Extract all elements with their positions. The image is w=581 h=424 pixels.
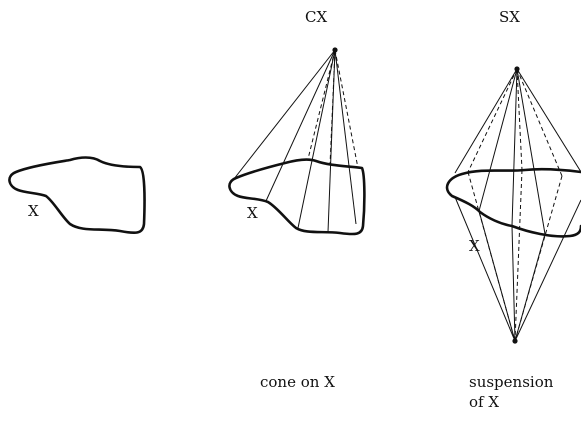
cone-generator: [265, 49, 336, 202]
cone-base-blob: [228, 158, 366, 236]
cone-caption: cone on X: [260, 373, 335, 391]
suspension-top-vertex: [514, 66, 520, 72]
cone-edge-left: [229, 49, 336, 185]
cone-edge-right: [334, 49, 357, 225]
suspension-caption-line2: of X: [469, 393, 500, 411]
suspension-hidden-generator: [467, 171, 516, 342]
cone-generator: [297, 49, 336, 229]
suspension-generator: [478, 68, 518, 212]
suspension-upper-edge-left: [454, 68, 518, 174]
suspension-upper-edge-right: [516, 68, 581, 173]
suspension-title: SX: [499, 8, 520, 26]
suspension-lower-edge-right: [514, 199, 581, 342]
suspension-generator: [511, 68, 518, 227]
cone-hidden-generator: [334, 49, 359, 169]
space-x-label: X: [28, 202, 39, 220]
suspension-hidden-generator: [516, 68, 563, 177]
cone-hidden-generator: [307, 49, 336, 160]
suspension-base-blob: [445, 167, 581, 238]
cone-title: CX: [305, 8, 328, 26]
cone-hidden-generator: [329, 49, 336, 166]
suspension-caption-line1: suspension: [469, 373, 554, 391]
suspension-x-label: X: [469, 237, 480, 255]
cone-panel: [228, 47, 366, 236]
space-x-blob: [8, 156, 146, 235]
cone-x-label: X: [247, 204, 258, 222]
suspension-lower-edge-left: [454, 196, 516, 342]
suspension-generator: [516, 68, 546, 235]
suspension-bottom-vertex: [512, 338, 518, 344]
suspension-hidden-generator: [514, 169, 523, 342]
suspension-hidden-generator: [514, 175, 563, 342]
suspension-generator: [511, 225, 516, 342]
suspension-panel: [445, 66, 581, 344]
space-x-panel: [8, 156, 146, 235]
suspension-hidden-generator: [467, 68, 518, 173]
cone-apex-point: [332, 47, 338, 53]
suspension-hidden-generator: [516, 68, 523, 171]
